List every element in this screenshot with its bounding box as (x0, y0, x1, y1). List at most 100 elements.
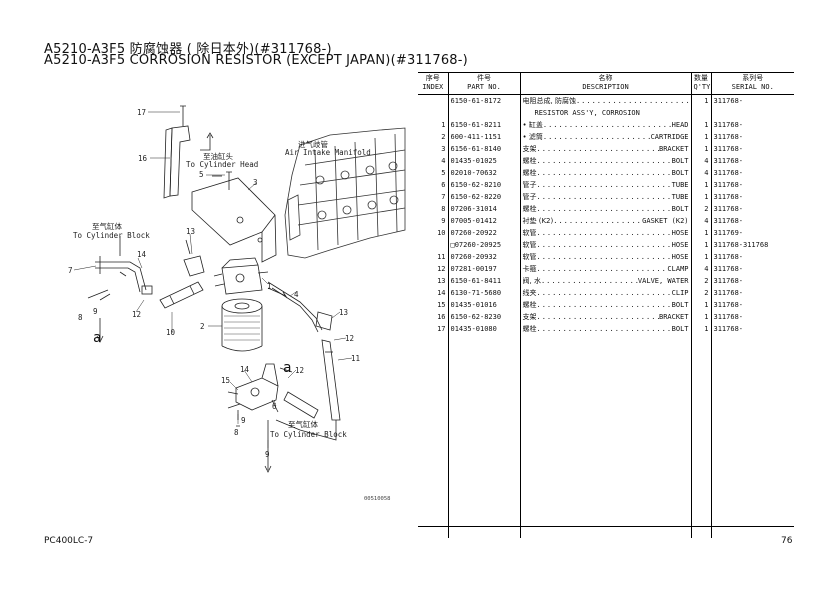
reference-a-right: a (283, 360, 292, 376)
description-english: BOLT (671, 169, 689, 177)
callout-17: 17 (137, 108, 147, 117)
description-chinese: 电阻总成, 防腐蚀 (522, 97, 576, 105)
cell-index: 1 (441, 121, 446, 129)
cell-serial-no: 311768- (710, 203, 794, 215)
cell-qty: 1 (690, 323, 711, 335)
cell-part-no: 600-411-1151 (447, 131, 520, 143)
cell-qty: 1 (690, 94, 711, 107)
cell-serial-no: 311768- (710, 311, 794, 323)
cell-description: 软管HOSE (519, 239, 691, 251)
cell-description: 螺栓BOLT (519, 203, 691, 215)
callout-8b: 8 (234, 428, 239, 437)
cell-qty: 4 (690, 155, 711, 167)
cell-part-no: 6150-61-8172 (447, 94, 520, 107)
leader-dots (537, 287, 672, 299)
cell-part-no: 01435-01080 (447, 323, 520, 335)
cell-description: 支架BRACKET (519, 143, 691, 155)
label-to-cylinder-block-2-zh: 至气缸体 (288, 420, 318, 429)
cell-qty: 2 (690, 275, 711, 287)
description-english: CLAMP (667, 265, 689, 273)
cell-index: 5 (441, 169, 446, 177)
leader-dots (543, 131, 651, 143)
cell-index (418, 95, 448, 108)
cell-index: 7 (441, 193, 446, 201)
footer-model: PC400LC-7 (44, 536, 94, 546)
description-chinese: 线夹 (522, 289, 537, 297)
leader-dots (537, 239, 672, 251)
cell-qty: 2 (690, 287, 711, 299)
callout-11: 11 (351, 354, 361, 363)
cell-part-no: 07206-31014 (447, 203, 520, 215)
cell-serial-no: 311768- (710, 251, 794, 263)
leader-dots (537, 311, 659, 323)
callout-12: 12 (132, 310, 142, 319)
cell-serial-no: 311768- (710, 215, 794, 227)
description-chinese: 支架 (522, 313, 537, 321)
cell-qty: 1 (690, 143, 711, 155)
callout-5: 5 (199, 170, 204, 179)
callout-16: 16 (138, 154, 148, 163)
cell-part-no: 6156-61-8140 (447, 143, 520, 155)
description-english: HOSE (671, 241, 689, 249)
description-english: BRACKET (658, 313, 689, 321)
description-english: HEAD (671, 121, 689, 129)
table-bottom-rule (418, 526, 794, 527)
cell-part-no: □07260-20925 (447, 239, 520, 251)
description-chinese: 螺栓 (522, 325, 537, 333)
description-english: GASKET (K2) (642, 217, 689, 225)
label-to-cylinder-block-en: To Cylinder Block (73, 231, 150, 240)
label-air-intake-zh: 进气歧管 (298, 140, 328, 149)
cell-index: 9 (441, 217, 446, 225)
leader-dots (576, 95, 689, 107)
cell-qty: 1 (690, 251, 711, 263)
illustration-code: 00510058 (364, 496, 391, 502)
callout-6: 6 (272, 402, 277, 411)
cell-index: 17 (437, 325, 446, 333)
callout-9: 9 (93, 307, 98, 316)
page-title-english: A5210-A3F5 CORROSION RESISTOR (EXCEPT JA… (44, 53, 468, 68)
cell-serial-no: 311768- (710, 275, 794, 287)
description-chinese: • 缸盖 (522, 121, 543, 129)
cell-index: 3 (441, 145, 446, 153)
description-chinese: 阀, 水 (522, 277, 541, 285)
leader-dots (537, 179, 672, 191)
leader-dots (537, 155, 672, 167)
head-1-drawing (221, 264, 263, 295)
cell-qty: 4 (690, 263, 711, 275)
description-chinese: 衬垫 (K2) (522, 217, 554, 225)
cell-part-no: 01435-01016 (447, 299, 520, 311)
callout-14: 14 (137, 250, 147, 259)
reference-a-left: a (93, 330, 102, 346)
cell-description: 螺栓BOLT (519, 299, 691, 311)
label-to-cylinder-block-2-en: To Cylinder Block (270, 430, 347, 439)
cell-index: 11 (437, 253, 446, 261)
leader-dots (553, 215, 642, 227)
cell-part-no (447, 107, 520, 119)
leader-dots (537, 227, 672, 239)
cell-part-no: 6150-61-8411 (447, 275, 520, 287)
cell-description: • 缸盖 HEAD (519, 119, 691, 131)
cell-qty: 4 (690, 167, 711, 179)
cell-description: 软管HOSE (519, 251, 691, 263)
empty-cell (418, 335, 448, 538)
cell-qty: 1 (690, 299, 711, 311)
cell-description: 电阻总成, 防腐蚀 (519, 94, 691, 107)
empty-cell (447, 335, 520, 538)
bracket-3-drawing (191, 177, 277, 263)
cell-serial-no (710, 107, 794, 119)
leader-dots (537, 323, 672, 335)
cell-qty: 1 (690, 131, 711, 143)
